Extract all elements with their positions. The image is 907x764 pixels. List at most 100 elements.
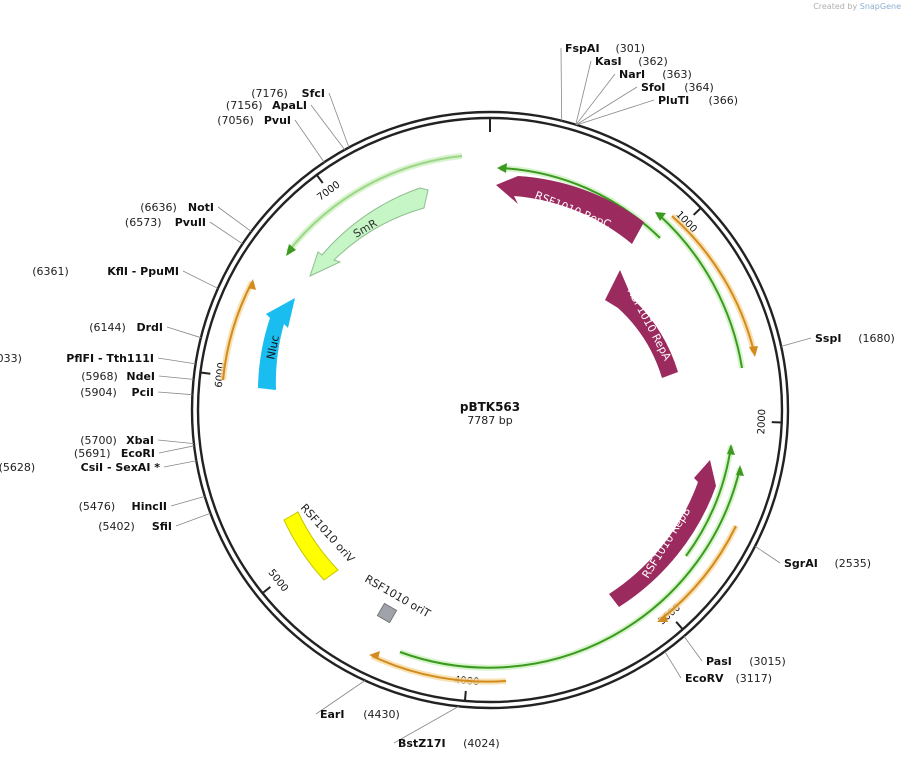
site-position: (366) bbox=[709, 94, 739, 107]
site-leader-line bbox=[315, 680, 366, 715]
restriction-site[interactable]: CsiI - SexAI *(5628) bbox=[0, 460, 197, 474]
site-position: (6636) bbox=[140, 201, 177, 214]
ruler-tick-label: 2000 bbox=[756, 409, 768, 435]
site-position: (6361) bbox=[32, 265, 69, 278]
restriction-site[interactable]: ApaLI(7156) bbox=[226, 99, 346, 151]
feature-oriv[interactable]: RSF1010 oriV bbox=[283, 501, 357, 581]
restriction-site[interactable]: EarI(4430) bbox=[315, 680, 400, 721]
restriction-site[interactable]: KflI - PpuMI (6361) bbox=[32, 265, 219, 289]
restriction-site[interactable]: BstZ17I (4024) bbox=[393, 706, 500, 750]
site-position: (364) bbox=[684, 81, 714, 94]
site-position: (4024) bbox=[463, 737, 500, 750]
site-leader-line bbox=[575, 60, 592, 125]
site-leader-line bbox=[163, 460, 197, 468]
site-leader-line bbox=[217, 206, 252, 232]
site-name: BstZ17I bbox=[398, 737, 446, 750]
nluc-shape bbox=[258, 298, 295, 390]
site-position: (7176) bbox=[251, 87, 288, 100]
ruler-tick bbox=[675, 621, 684, 631]
site-leader-line bbox=[170, 495, 205, 507]
site-leader-line bbox=[393, 706, 459, 744]
restriction-site[interactable]: SfiI(5402) bbox=[98, 512, 211, 533]
restriction-site[interactable]: NotI (6636) bbox=[140, 201, 252, 232]
site-leader-line bbox=[182, 270, 219, 289]
feature-repa[interactable]: RSF1010 RepA bbox=[605, 270, 678, 378]
orange-arc-bottom-arrowhead bbox=[369, 651, 380, 659]
restriction-site[interactable]: NarI(363) bbox=[575, 68, 692, 125]
restriction-site[interactable]: PvuI (7056) bbox=[217, 114, 325, 163]
restriction-site[interactable]: NdeI(5968) bbox=[81, 370, 194, 383]
site-name: KflI - PpuMI bbox=[107, 265, 179, 278]
site-name: EcoRI bbox=[121, 447, 155, 460]
restriction-site[interactable]: KasI(362) bbox=[575, 55, 668, 125]
orange-arc-left bbox=[220, 280, 255, 381]
site-leader-line bbox=[683, 635, 703, 662]
restriction-site[interactable]: PluTI(366) bbox=[576, 94, 739, 126]
restriction-site[interactable]: EcoRV (3117) bbox=[664, 651, 773, 685]
orange-arc-bottom-line bbox=[371, 655, 507, 683]
site-leader-line bbox=[157, 439, 194, 445]
credit-brand: SnapGene bbox=[859, 2, 901, 11]
site-name: PvuI bbox=[264, 114, 291, 127]
site-position: (3117) bbox=[736, 672, 773, 685]
site-position: (5904) bbox=[80, 386, 117, 399]
feature-smr[interactable]: SmR bbox=[309, 187, 429, 277]
site-position: (7156) bbox=[226, 99, 263, 112]
restriction-site[interactable]: FspAI(301) bbox=[560, 42, 645, 121]
oriv-shape bbox=[283, 511, 339, 581]
restriction-site[interactable]: DrdI(6144) bbox=[89, 321, 202, 339]
site-position: (1680) bbox=[858, 332, 895, 345]
restriction-site[interactable]: EcoRI (5691) bbox=[74, 445, 195, 460]
site-position: (5700) bbox=[80, 434, 117, 447]
ruler-tick bbox=[200, 371, 211, 375]
orange-arc-low-arrowhead bbox=[657, 614, 668, 622]
site-position: (5691) bbox=[74, 447, 111, 460]
site-leader-line bbox=[754, 545, 781, 564]
smr-shape bbox=[309, 187, 429, 277]
orange-arc-right-line bbox=[671, 215, 755, 353]
orange-arc-right-arrowhead bbox=[749, 346, 758, 357]
site-name: EcoRV bbox=[685, 672, 724, 685]
site-leader-line bbox=[158, 445, 195, 454]
restriction-site[interactable]: SgrAI(2535) bbox=[754, 545, 871, 570]
credit-prefix: Created by bbox=[813, 2, 858, 11]
green-arc-big-arrowhead bbox=[736, 465, 744, 476]
restriction-site[interactable]: PasI(3015) bbox=[683, 635, 786, 668]
site-leader-line bbox=[664, 651, 682, 679]
site-leader-line bbox=[576, 99, 655, 126]
site-position: (6573) bbox=[125, 216, 162, 229]
repa-label: RSF1010 RepA bbox=[624, 285, 674, 363]
restriction-site[interactable]: PciI(5904) bbox=[80, 386, 193, 399]
feature-nluc[interactable]: Nluc bbox=[258, 298, 295, 390]
feature-repc[interactable]: RSF1010 RepC bbox=[496, 176, 644, 244]
snapgene-credit: Created by SnapGene bbox=[813, 2, 901, 11]
site-name: PflFI - Tth111I bbox=[66, 352, 154, 365]
site-leader-line bbox=[575, 73, 616, 125]
orange-arc-left-arrowhead bbox=[248, 279, 256, 290]
restriction-site[interactable]: PvuII(6573) bbox=[125, 216, 243, 245]
site-leader-line bbox=[166, 326, 202, 339]
site-name: XbaI bbox=[126, 434, 154, 447]
restriction-site[interactable]: SfcI (7176) bbox=[251, 87, 350, 148]
restriction-sites: FspAI(301)KasI(362)NarI(363)SfoI(364)Plu… bbox=[0, 42, 895, 750]
orange-arc-low-line bbox=[659, 525, 737, 621]
ruler-tick-label: 5000 bbox=[266, 568, 291, 595]
site-name: NotI bbox=[188, 201, 214, 214]
site-position: (7056) bbox=[217, 114, 254, 127]
orit-shape bbox=[376, 602, 398, 624]
restriction-site[interactable]: XbaI (5700) bbox=[80, 434, 194, 447]
restriction-site[interactable]: SspI(1680) bbox=[781, 332, 895, 347]
site-position: (4430) bbox=[363, 708, 400, 721]
site-position: (5476) bbox=[79, 500, 116, 513]
green-arc-top-glow bbox=[285, 153, 463, 254]
feature-orit[interactable]: RSF1010 oriT bbox=[363, 572, 433, 624]
site-name: HincII bbox=[131, 500, 167, 513]
green-arc-big bbox=[398, 467, 743, 671]
site-leader-line bbox=[175, 512, 211, 527]
restriction-site[interactable]: SfoI(364) bbox=[576, 81, 714, 126]
site-name: SfcI bbox=[302, 87, 325, 100]
site-name: NarI bbox=[619, 68, 645, 81]
restriction-site[interactable]: PflFI - Tth111I(6033) bbox=[0, 352, 196, 365]
restriction-site[interactable]: HincII (5476) bbox=[79, 495, 205, 513]
site-leader-line bbox=[560, 47, 563, 121]
